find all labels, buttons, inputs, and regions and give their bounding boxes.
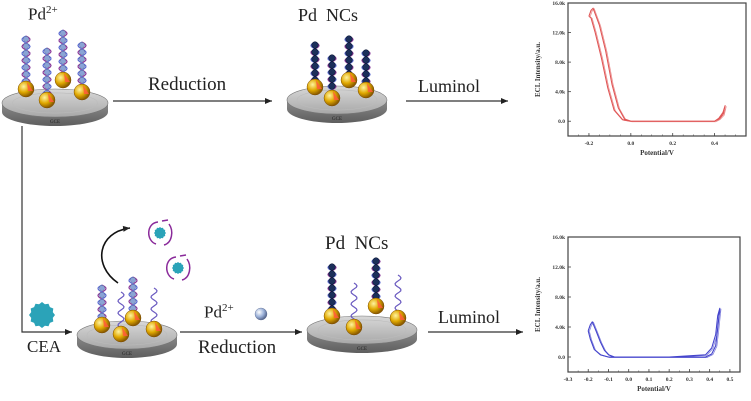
gold-nanoparticle <box>73 83 91 101</box>
x-axis-label: Potential/V <box>640 149 674 157</box>
x-tick-label: 0.0 <box>625 377 632 383</box>
single-strand-dna <box>117 291 125 333</box>
x-tick-label: 0.4 <box>711 141 718 147</box>
gold-nanoparticle <box>345 318 363 336</box>
cea-protein-icon <box>29 302 55 328</box>
pd-text: Pd <box>204 302 222 322</box>
gold-nanoparticle <box>17 80 35 98</box>
dna-helix-with-pd-clusters <box>327 263 337 316</box>
gce-label: GCE <box>122 352 132 357</box>
ecl-curve-trace <box>589 8 727 123</box>
gold-nanoparticle <box>112 325 130 343</box>
x-tick-label: 0.3 <box>686 377 693 383</box>
x-tick-label: 0.4 <box>706 377 713 383</box>
y-tick-label: 8.0k <box>555 295 566 301</box>
x-tick-label: 0.1 <box>646 377 653 383</box>
gold-nanoparticle <box>124 309 142 327</box>
aptamer-cea-complex <box>166 254 191 281</box>
x-tick-label: -0.1 <box>604 377 613 383</box>
dna-helix <box>21 35 31 89</box>
gold-nanoparticle <box>93 316 111 334</box>
gce-label: GCE <box>50 120 60 125</box>
aptamer-cea-complex <box>148 219 173 246</box>
gold-nanoparticle <box>323 307 341 325</box>
arrow-cea-path <box>21 126 72 335</box>
gold-nanoparticle <box>389 309 407 327</box>
x-axis-label: Potential/V <box>637 385 671 393</box>
x-tick-label: 0.2 <box>669 141 676 147</box>
ecl-chart-top: 0.0 4.0k 8.0k 12.0k 16.0k -0.2 0.0 0.2 0.4Potent… <box>534 1 747 157</box>
gold-nanoparticle <box>306 78 324 96</box>
x-tick-label: 0.0 <box>627 141 634 147</box>
ecl-curve <box>588 7 726 122</box>
single-strand-dna <box>150 287 158 329</box>
ecl-curve-trace <box>589 308 722 358</box>
y-tick-label: 4.0k <box>555 90 566 96</box>
x-tick-label: -0.3 <box>564 377 573 383</box>
pd-text: Pd <box>28 4 46 24</box>
dna-helix-with-pd-clusters <box>327 54 337 97</box>
reduction-label-bottom: Reduction <box>198 337 277 358</box>
y-axis-label: ECL Intensity/a.u. <box>534 42 542 97</box>
pd-ion-icon <box>254 307 268 321</box>
dna-helix <box>97 284 107 324</box>
reduction-label-top: Reduction <box>148 74 227 95</box>
ecl-curve <box>587 307 721 358</box>
release-arrow <box>100 225 131 284</box>
gce-label: GCE <box>357 347 367 352</box>
charge-superscript: 2+ <box>221 302 234 314</box>
gold-nanoparticle <box>38 91 56 109</box>
gold-nanoparticle <box>323 89 341 107</box>
dna-helix-with-pd-clusters <box>371 257 381 306</box>
x-tick-label: -0.2 <box>584 377 593 383</box>
dna-helix <box>42 47 52 99</box>
ecl-chart-bottom: 0.0 4.0k 8.0k 12.0k 16.0k -0.3 -0.2 -0.1 0.0 0.1 0… <box>534 235 741 393</box>
x-tick-label: 0.2 <box>666 377 673 383</box>
gold-nanoparticle <box>340 71 358 89</box>
y-tick-label: 12.0k <box>552 265 566 271</box>
y-tick-label: 8.0k <box>555 60 566 66</box>
pd-ncs-label-top: Pd NCs <box>298 5 359 25</box>
cea-protein-icon <box>172 262 184 274</box>
dna-helix <box>58 29 68 81</box>
y-tick-label: 4.0k <box>555 325 566 331</box>
pd-ncs-label-bottom: Pd NCs <box>325 233 389 254</box>
dna-helix <box>77 41 87 91</box>
x-tick-label: -0.2 <box>585 141 594 147</box>
gold-nanoparticle <box>145 320 163 338</box>
plot-frame <box>567 2 747 137</box>
luminol-label-top: Luminol <box>418 76 480 96</box>
luminol-label-bottom: Luminol <box>438 307 500 327</box>
plot-frame <box>567 236 741 373</box>
x-tick-label: 0.5 <box>726 377 733 383</box>
pd2-label-top: Pd2+ <box>28 4 58 25</box>
y-tick-label: 12.0k <box>552 31 566 37</box>
gold-nanoparticle <box>54 71 72 89</box>
y-tick-label: 16.0k <box>552 1 566 7</box>
gce-electrode: GCE <box>1 88 109 126</box>
gold-nanoparticle <box>367 297 385 315</box>
gold-nanoparticle <box>357 81 375 99</box>
cea-protein-icon <box>154 227 166 239</box>
y-tick-label: 0.0 <box>558 355 565 361</box>
y-tick-label: 16.0k <box>552 235 566 241</box>
y-tick-label: 0.0 <box>558 119 565 125</box>
y-axis-label: ECL Intensity/a.u. <box>534 277 542 332</box>
charge-superscript: 2+ <box>45 4 58 16</box>
cea-label: CEA <box>27 337 61 356</box>
gce-label: GCE <box>332 117 342 122</box>
pd2-label-bottom: Pd2+ <box>204 302 234 323</box>
